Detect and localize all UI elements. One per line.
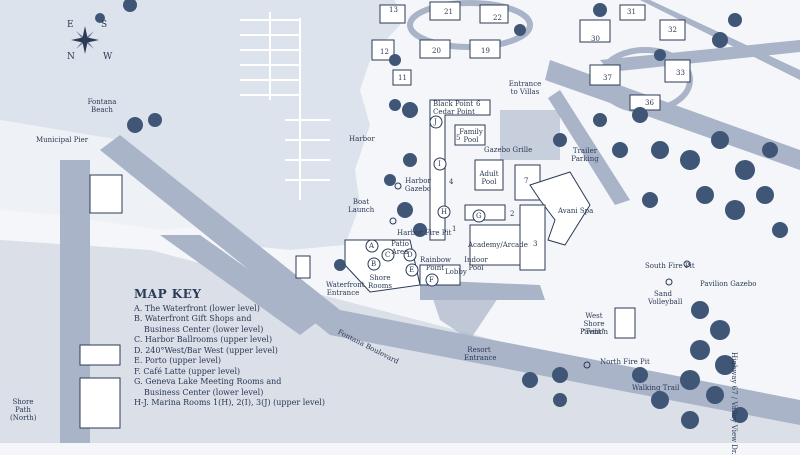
compass-s: S [101,20,108,30]
map-key-item: A. The Waterfront (lower level) [134,303,260,313]
bldg-2: 2 [510,210,515,218]
fire-pit-icons [389,182,691,369]
bldg-3: 3 [533,240,538,248]
label-cedar-point: Cedar Point [433,108,475,116]
label-municipal-pier: Municipal Pier [36,136,89,144]
bldg-11: 11 [398,74,407,82]
marker-c: C [385,251,391,259]
label-shore-path: Shore Path (North) [10,398,37,422]
label-gazebo-grille: Gazebo Grille [484,146,533,154]
trees [95,0,788,429]
label-south-fire-pit: South Fire Pit [645,262,695,270]
compass-rose-icon [71,26,99,54]
map-key-item: F. Café Latte (upper level) [134,366,241,376]
bldg-4: 4 [449,178,454,186]
marker-j: J [434,118,437,126]
label-harbor: Harbor [349,135,375,143]
map-key-title: MAP KEY [134,287,202,301]
label-rainbow-point: Rainbow Point [420,256,452,272]
marker-a: A [369,242,375,250]
label-entrance-villas: Entrance to Villas [508,80,542,96]
map-key-item: H-J. Marina Rooms 1(H), 2(I), 3(J) (uppe… [134,398,325,407]
map-key-item: G. Geneva Lake Meeting Rooms and [134,377,282,386]
bldg-20: 20 [432,47,441,55]
bldg-7: 7 [524,177,529,185]
bldg-12: 12 [380,48,389,56]
marker-i: I [438,160,441,168]
bldg-37: 37 [603,74,612,82]
location-markers [365,115,486,287]
bldg-36: 36 [645,99,654,107]
marker-b: B [371,260,377,268]
bldg-19: 19 [481,47,490,55]
label-avani-spa: Avani Spa [558,207,594,215]
label-harbor-gazebo: Harbor Gazebo [404,177,432,193]
map-key-item: C. Harbor Ballrooms (upper level) [134,335,273,344]
map-graphics [0,0,800,443]
label-harbor-fire-pit: Harbor Fire Pit [397,229,452,237]
map-key-item: D. 240°West/Bar West (upper level) [134,345,278,355]
label-boat-launch: Boat Launch [348,198,375,214]
label-family-pool: Family Pool [459,128,483,144]
compass-n: N [67,52,75,62]
map-key-item: E. Porto (upper level) [134,356,222,365]
bldg-21: 21 [444,8,453,16]
marker-h: H [441,208,448,216]
label-west-shore-pavilion: West Shore Pavilion [580,312,608,336]
label-indoor-pool: Indoor Pool [464,256,488,272]
marker-e: E [409,266,415,274]
marker-d: D [407,251,413,259]
map-key: MAP KEY A. The Waterfront (lower level) … [134,287,325,409]
map-key-item: B. Waterfront Gift Shops and [134,314,252,323]
label-highway: Highway 67 / Valley View Dr. [730,352,738,455]
label-academy-arcade: Academy/Arcade [468,241,528,249]
label-resort-entrance: Resort Entrance [464,346,497,362]
label-adult-pool: Adult Pool [479,170,499,186]
bldg-13: 13 [389,6,398,14]
bldg-22: 22 [493,14,502,22]
compass-w: W [103,52,113,62]
roads [0,0,800,443]
label-fontana-beach: Fontana Beach [87,98,117,114]
label-north-fire-pit: North Fire Pit [600,358,650,366]
bldg-5: 5 [456,134,461,142]
bldg-1: 1 [452,225,457,233]
map-key-item: Business Center (lower level) [144,387,264,397]
label-patio-area: Patio Area [391,240,409,256]
label-shore-rooms: Shore Rooms [368,274,392,290]
label-trailer-parking: Trailer Parking [571,147,599,163]
bldg-32: 32 [668,26,677,34]
bldg-6: 6 [476,100,481,108]
harbor-docks [240,12,330,200]
bldg-30: 30 [591,35,600,43]
label-lobby: Lobby [445,268,467,276]
label-tent: “Tent” [582,328,605,336]
label-pavilion-gazebo: Pavilion Gazebo [700,280,757,288]
buildings [79,1,691,429]
label-sand-volleyball: Sand Volleyball [648,290,683,306]
marker-f: F [429,276,434,284]
label-walking-trail: Walking Trail [632,384,680,392]
label-black-point: Black Point [433,100,474,108]
label-waterfront-entrance: Waterfront Entrance [326,281,365,297]
compass-e: E [67,20,74,30]
bldg-33: 33 [676,69,685,77]
bldg-31: 31 [627,8,636,16]
map-key-item: Business Center (lower level) [144,324,264,334]
marker-g: G [476,212,482,220]
